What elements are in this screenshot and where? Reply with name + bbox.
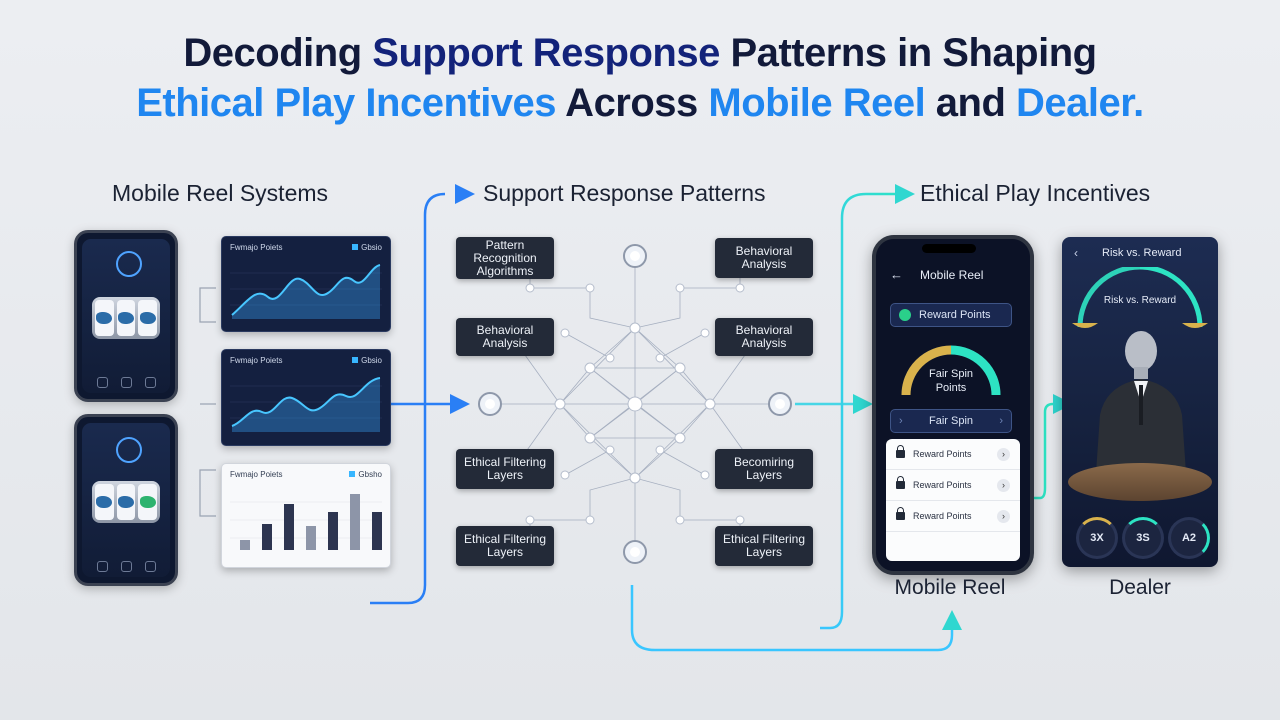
- line-chart-2-plot: [230, 377, 382, 432]
- section-ethical-play-incentives: Ethical Play Incentives: [920, 180, 1151, 206]
- node-ethical-filtering-right: Ethical Filtering Layers: [715, 526, 813, 566]
- node-behavioral-analysis-left: Behavioral Analysis: [456, 318, 554, 356]
- lock-icon: [896, 445, 905, 458]
- fair-spin-label: Fair Spin: [928, 415, 974, 427]
- caption-mobile-reel: Mobile Reel: [894, 576, 1006, 599]
- node-becoming-layers: Becomiring Layers: [715, 449, 813, 489]
- chevron-right-icon: ›: [997, 478, 1010, 492]
- section-support-response-patterns: Support Response Patterns: [483, 180, 766, 206]
- fair-spin-gauge: [901, 345, 1001, 396]
- node-behavioral-analysis-right-2: Behavioral Analysis: [715, 318, 813, 356]
- reward-points-pill[interactable]: Reward Points: [890, 303, 1012, 327]
- slot-reels: [92, 481, 160, 523]
- chevron-right-icon: ›: [997, 509, 1010, 523]
- list-item[interactable]: Reward Points ›: [886, 501, 1020, 532]
- list-item-label: Reward Points: [913, 449, 972, 459]
- caption-dealer: Dealer: [1109, 576, 1171, 599]
- bottom-return-arrow: [630, 585, 962, 652]
- list-item-label: Reward Points: [913, 480, 972, 490]
- teal-top-arrow: [820, 184, 915, 630]
- line-chart-1: Fwmajo Poiets Gbsio: [221, 236, 391, 332]
- dial-3s[interactable]: 3S: [1122, 517, 1164, 559]
- back-arrow-icon[interactable]: ←: [890, 267, 903, 282]
- risk-reward-scale: [1072, 267, 1208, 328]
- slot-phone-top[interactable]: [74, 230, 178, 402]
- fair-spin-button[interactable]: › Fair Spin ›: [890, 409, 1012, 433]
- node-behavioral-analysis-right-1: Behavioral Analysis: [715, 238, 813, 278]
- list-item-label: Reward Points: [913, 511, 972, 521]
- chevron-right-icon: ›: [999, 415, 1003, 427]
- dial-a2[interactable]: A2: [1168, 517, 1210, 559]
- phone-chart-links: [199, 287, 216, 517]
- list-item[interactable]: Reward Points ›: [886, 439, 1020, 470]
- line-chart-1-plot: [230, 264, 382, 319]
- phone-header: Mobile Reel: [920, 268, 984, 282]
- lock-icon: [896, 476, 905, 489]
- chevron-right-icon: ›: [899, 415, 903, 427]
- line-chart-2: Fwmajo Poiets Gbsio: [221, 349, 391, 446]
- phone-notch: [922, 244, 976, 253]
- chart-legend: Gbsio: [352, 356, 382, 365]
- chart-legend: Gbsho: [349, 470, 382, 479]
- check-circle-icon: [899, 309, 911, 321]
- back-chevron-icon[interactable]: ‹: [1074, 246, 1078, 260]
- gauge-label: Fair Spin Points: [928, 368, 974, 394]
- chart-header: Fwmajo Poiets: [230, 356, 283, 365]
- page-title: Decoding Support Response Patterns in Sh…: [136, 31, 1144, 125]
- reward-list: Reward Points › Reward Points › Reward Poi…: [886, 439, 1020, 561]
- phone-nav-bar: [90, 559, 162, 573]
- phone-to-dealer-arrow: [1030, 394, 1073, 500]
- scale-label: Risk vs. Reward: [1103, 295, 1177, 306]
- reward-points-label: Reward Points: [919, 309, 991, 321]
- phone-nav-bar: [90, 375, 162, 389]
- dealer-header: Risk vs. Reward: [1102, 247, 1182, 259]
- target-icon: [116, 437, 142, 463]
- chevron-right-icon: ›: [997, 447, 1010, 461]
- neural-network-graph: [478, 244, 792, 564]
- dealer-card[interactable]: ‹ Risk vs. Reward Risk vs. Reward 3X 3S …: [1062, 237, 1218, 567]
- chart-legend: Gbsio: [352, 243, 382, 252]
- dealer-table: [1068, 463, 1212, 501]
- dealer-figure: [1096, 331, 1186, 473]
- mobile-reel-phone[interactable]: ← Mobile Reel Reward Points Fair Spin Po…: [872, 235, 1034, 575]
- top-blue-arrow: [352, 184, 475, 605]
- list-item[interactable]: Reward Points ›: [886, 470, 1020, 501]
- chart-header: Fwmajo Poiets: [230, 243, 283, 252]
- section-mobile-reel-systems: Mobile Reel Systems: [112, 180, 329, 206]
- bar-chart: Fwmajo Poiets Gbsho: [221, 463, 391, 568]
- slot-phone-bottom[interactable]: [74, 414, 178, 586]
- target-icon: [116, 251, 142, 277]
- node-pattern-recognition: Pattern Recognition Algorithms: [456, 237, 554, 279]
- node-ethical-filtering-left-1: Ethical Filtering Layers: [456, 449, 554, 489]
- lock-icon: [896, 507, 905, 520]
- slot-reels: [92, 297, 160, 339]
- chart-header: Fwmajo Poiets: [230, 470, 283, 479]
- dial-3x[interactable]: 3X: [1076, 517, 1118, 559]
- node-ethical-filtering-left-2: Ethical Filtering Layers: [456, 526, 554, 566]
- bar-chart-plot: [230, 494, 382, 550]
